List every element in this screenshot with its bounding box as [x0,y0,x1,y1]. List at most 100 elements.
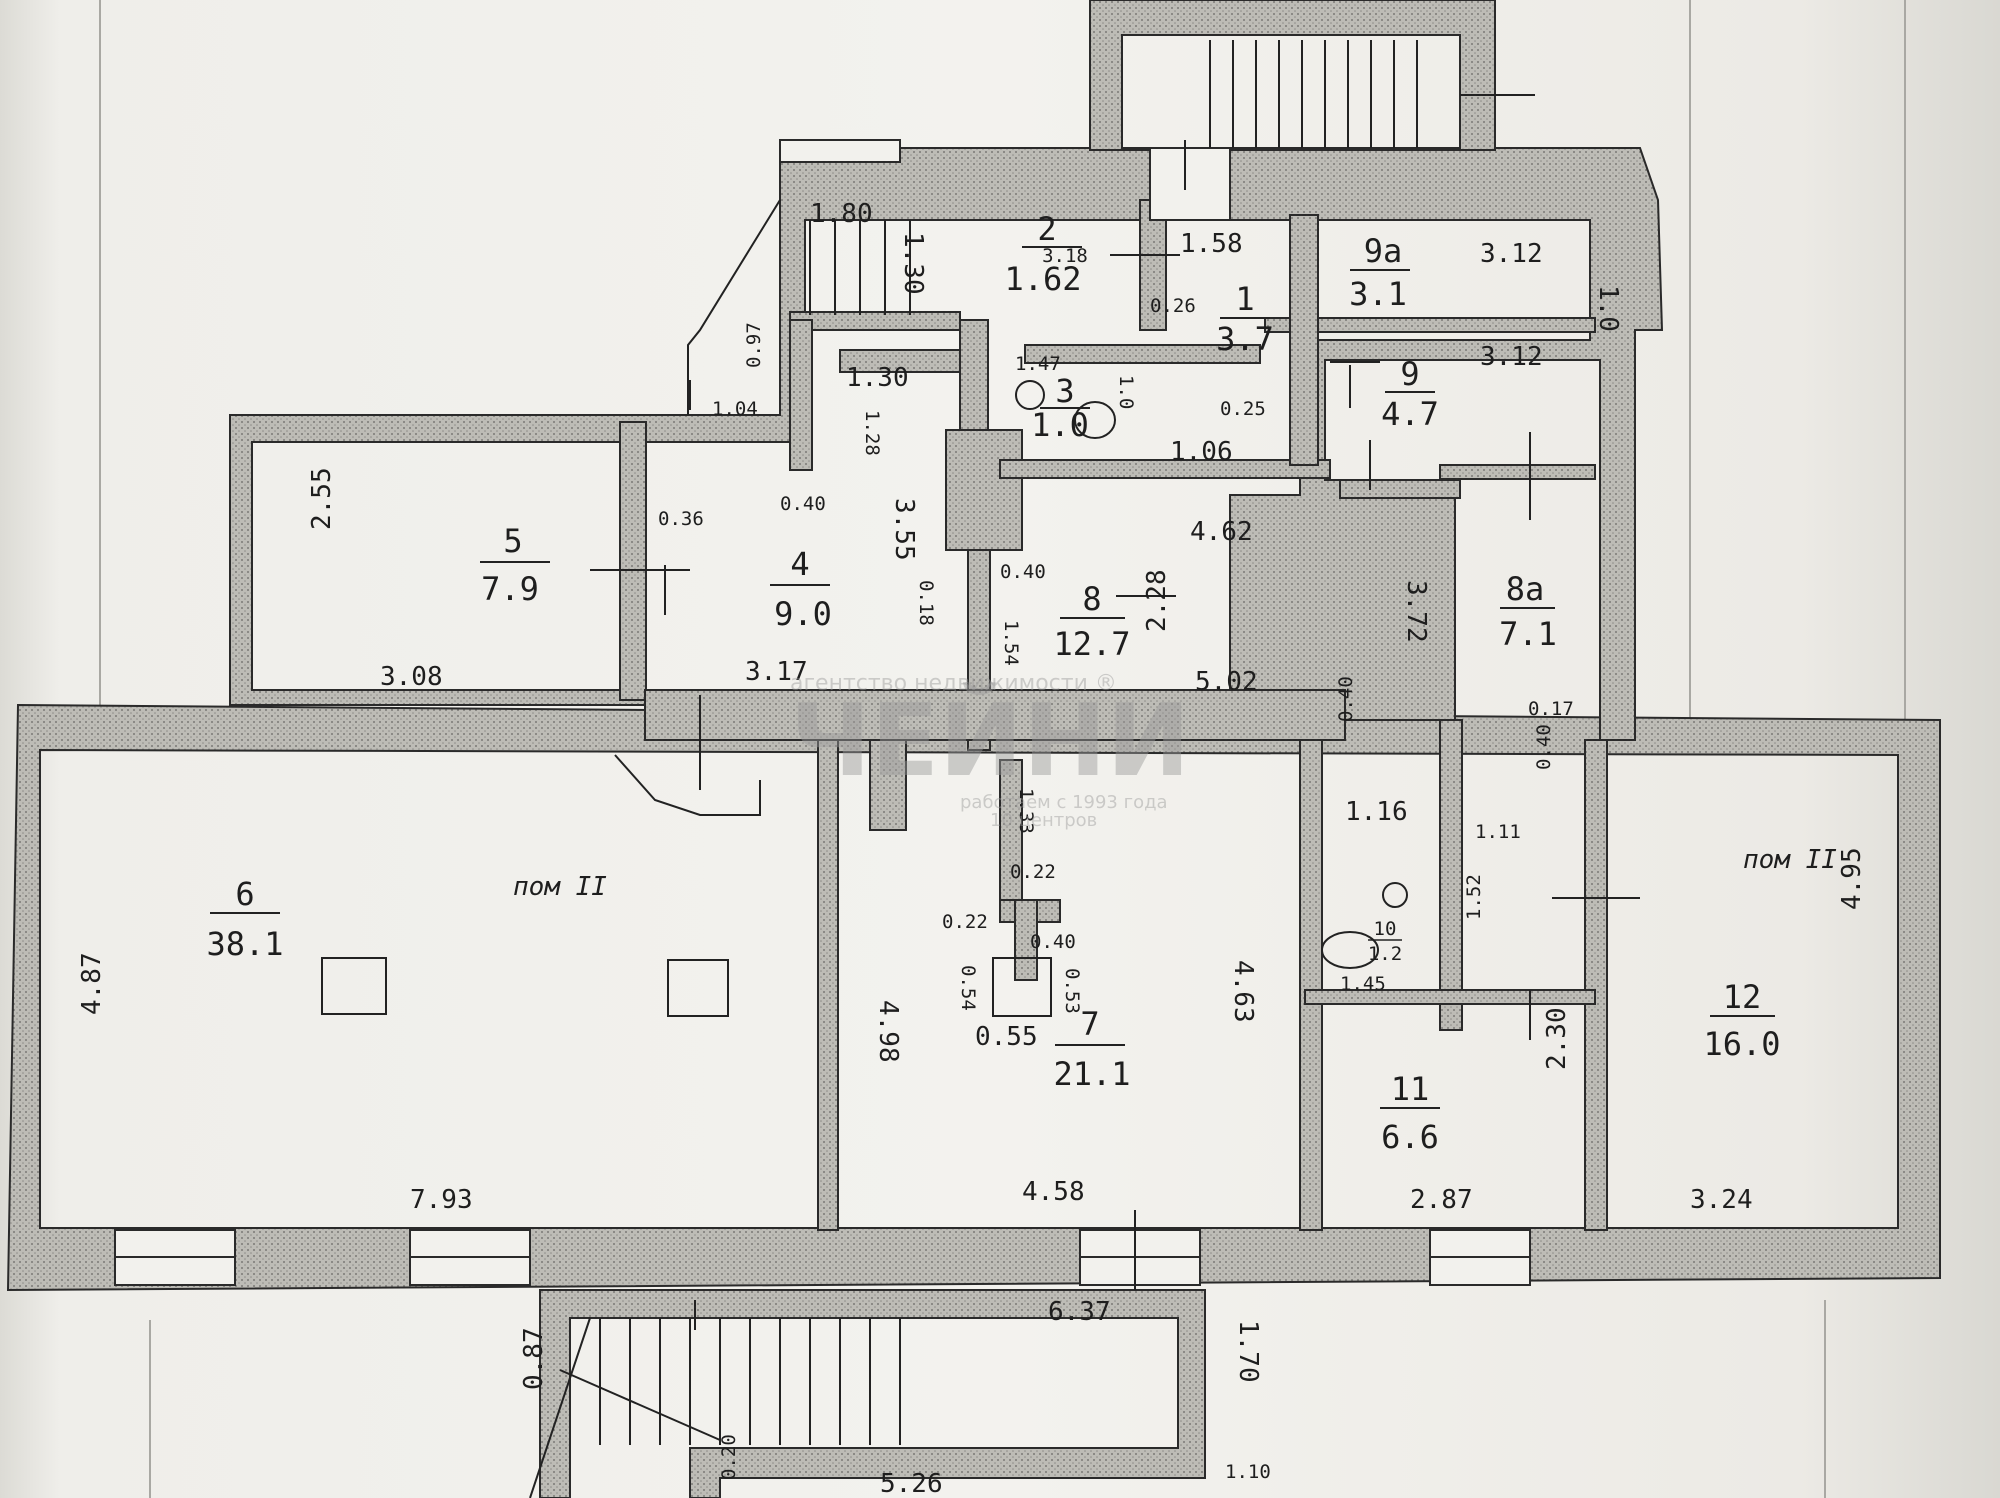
dim: 3.12 [1480,239,1543,269]
dim: 1.80 [810,199,873,229]
room-8-area: 12.7 [1053,625,1130,663]
dim: 2.55 [307,467,337,530]
dim: 0.40 [1533,724,1555,770]
dim: 3.17 [745,657,808,687]
dim: 1.06 [1170,437,1233,467]
dim: 0.20 [718,1434,740,1480]
room-12-area: 16.0 [1703,1025,1780,1063]
room-7-number: 7 [1080,1005,1099,1043]
dim: 4.98 [873,1000,903,1063]
dim: 5.26 [880,1469,943,1498]
dim: 7.93 [410,1185,473,1215]
agency-watermark: агентство недвижимости ® ЧЕЙНИ работаем … [790,671,1190,831]
dim: 4.62 [1190,517,1253,547]
room-8a: 8а 7.1 [1499,570,1557,653]
dim: 0.97 [743,322,765,368]
dim: 3.72 [1401,580,1431,643]
room-8-number: 8 [1082,580,1101,618]
dim: 0.40 [1335,676,1357,722]
room-10: 10 1.2 [1368,918,1402,965]
dim: 6.37 [1048,1297,1111,1327]
paper-edges [99,0,1906,1498]
room-11: 11 6.6 [1380,1070,1440,1156]
watermark-agency-line: агентство недвижимости ® [790,671,1117,696]
room-6-area: 38.1 [206,925,283,963]
note-left: пом II [513,872,607,902]
dim: 1.16 [1345,797,1408,827]
dim: 1.70 [1233,1320,1263,1383]
room-8a-number: 8а [1506,570,1545,608]
dim: 4.95 [1837,847,1867,910]
room-11-number: 11 [1391,1070,1430,1108]
openings [114,139,1531,1286]
dim: 2.87 [1410,1185,1473,1215]
room-8: 8 12.7 [1053,580,1130,663]
room-2: 2 3.18 1.62 [1004,210,1087,298]
dim: 1.45 [1340,973,1386,995]
dim: 3.12 [1480,342,1543,372]
room-10-area: 1.2 [1368,943,1402,965]
room-4-number: 4 [790,545,809,583]
dim: 0.40 [1030,931,1076,953]
room-4: 4 9.0 [770,545,832,633]
room-1: 1 3.7 [1216,280,1274,358]
room-9-number: 9 [1400,355,1419,393]
room-5-area: 7.9 [481,570,539,608]
dim: 1.28 [861,410,883,456]
room-8a-area: 7.1 [1499,615,1557,653]
dim: 0.87 [519,1327,549,1390]
room-1-area: 3.7 [1216,320,1274,358]
dim: 1.52 [1463,874,1485,920]
dim: 0.54 [957,965,979,1011]
dim: 0.36 [658,508,704,530]
room-3-area: 1.0 [1031,406,1089,444]
room-7-area: 21.1 [1053,1055,1130,1093]
room-12: 12 16.0 [1703,978,1780,1063]
dim: 1.10 [1225,1461,1271,1483]
dim: 0.40 [1000,561,1046,583]
dim: 1.11 [1475,821,1521,843]
watermark-logo: ЧЕЙНИ [790,682,1190,799]
watermark-tagline: 10 центров [990,810,1097,831]
dim: 0.25 [1220,398,1266,420]
dim: 1.58 [1180,229,1243,259]
drawing-lines [321,40,1640,1498]
room-6-number: 6 [235,875,254,913]
room-9a: 9а 3.1 [1349,232,1410,313]
dim: 4.63 [1228,960,1258,1023]
dim: 0.18 [915,580,937,626]
entrance-walls [539,1289,1206,1498]
room-1-number: 1 [1235,280,1254,318]
room-10-number: 10 [1374,918,1397,940]
room-11-area: 6.6 [1381,1118,1439,1156]
dim: 5.02 [1195,667,1258,697]
room-9-area: 4.7 [1381,395,1439,433]
dim: 1.0 [1115,375,1137,409]
room-2-top-value: 3.18 [1042,245,1088,267]
dim: 0.40 [780,493,826,515]
room-9: 9 4.7 [1381,355,1439,433]
room-3-number: 3 [1055,372,1074,410]
room-6: 6 38.1 [206,875,283,963]
dim: 2.28 [1142,569,1172,632]
dim: 2.30 [1542,1007,1572,1070]
dim: 3.24 [1690,1185,1753,1215]
room-2-number: 2 [1037,210,1056,248]
dim: 3.08 [380,662,443,692]
dimension-labels: 1.80 1.30 1.58 3.12 1.0 0.26 0.97 1.47 1… [77,199,1867,1498]
dim: 1.30 [898,232,928,295]
dim: 0.22 [1010,861,1056,883]
room-4-area: 9.0 [774,595,832,633]
notes: пом II пом II [513,845,1837,902]
room-12-number: 12 [1723,978,1762,1016]
watermark-since-line: работаем с 1993 года [960,792,1168,813]
dim: 0.53 [1061,968,1083,1014]
dim: 1.04 [712,398,758,420]
dim: 1.54 [1000,620,1022,666]
room-5-number: 5 [503,522,522,560]
dim: 4.87 [77,952,107,1015]
dim: 0.17 [1528,698,1574,720]
walls [6,0,1941,1292]
